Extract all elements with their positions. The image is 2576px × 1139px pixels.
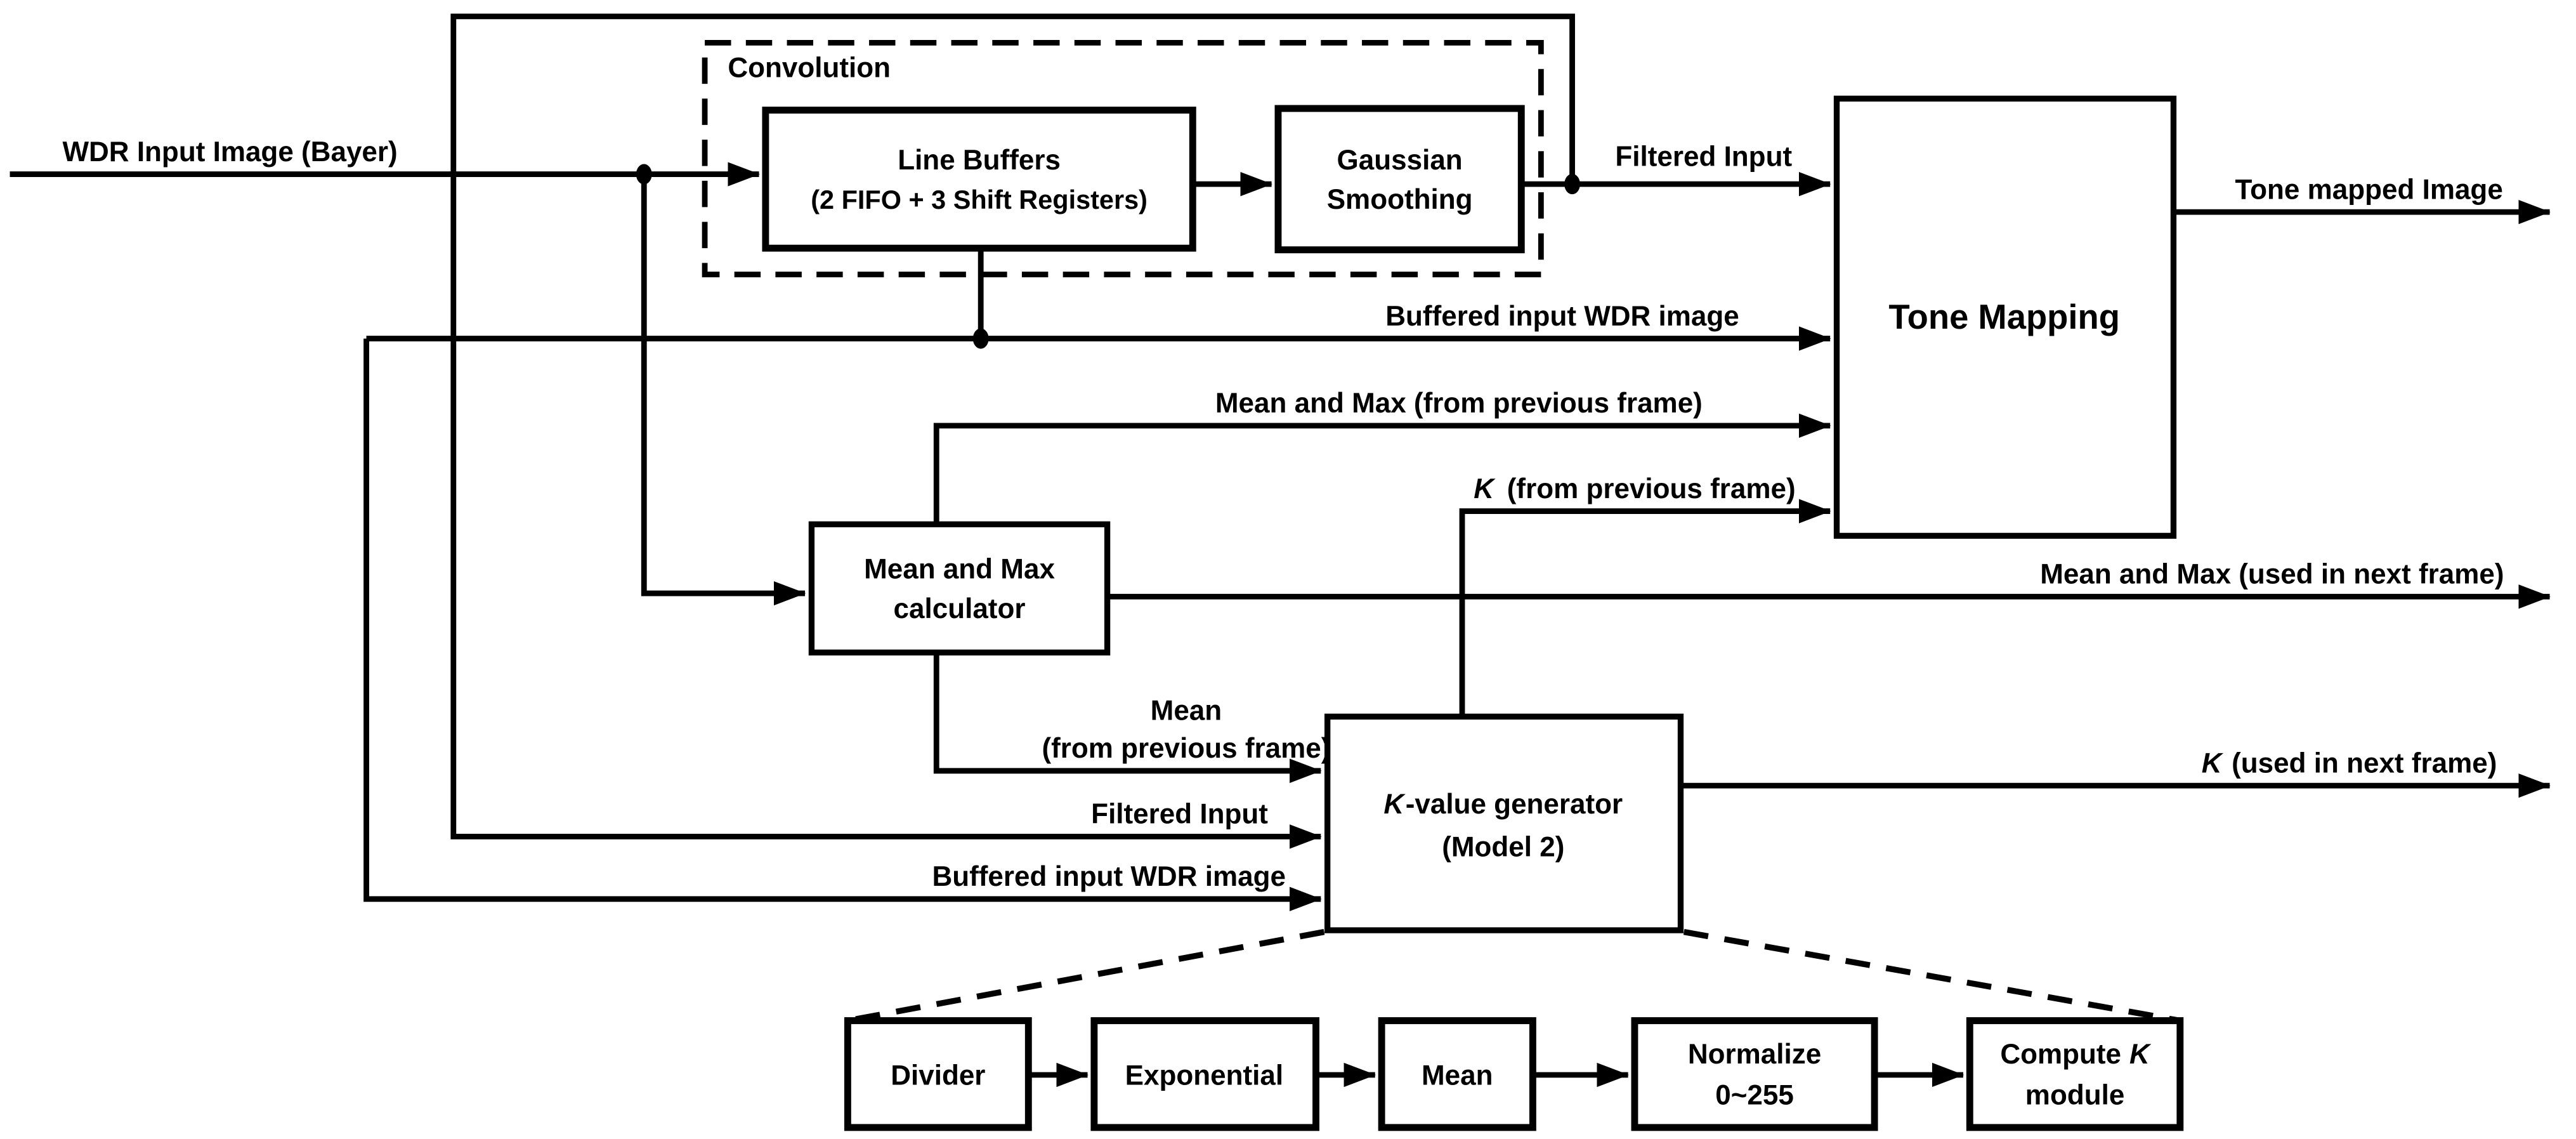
- k-value-generator-label-line1: K-value generator: [1383, 789, 1623, 820]
- filtered-input-to-tm-label: Filtered Input: [1615, 142, 1792, 173]
- k-value-generator-k: K: [1383, 789, 1406, 820]
- mean-max-calculator-label-line2: calculator: [894, 593, 1026, 624]
- meanmax-prev-wire: [933, 413, 1831, 525]
- mean-max-calculator-label-line1: Mean and Max: [864, 554, 1055, 585]
- normalize-label-line2: 0~255: [1715, 1080, 1794, 1111]
- meanmax-prev-label: Mean and Max (from previous frame): [1215, 388, 1703, 419]
- mean-label: Mean: [1422, 1060, 1493, 1091]
- line-buffers-block: [762, 107, 1196, 252]
- filtered-input-to-kgen-label: Filtered Input: [1091, 799, 1268, 830]
- k-prev-label: K (from previous frame): [1474, 473, 1795, 504]
- filtered-input-feedback-wire: [450, 13, 1575, 849]
- k-value-generator-label-line2: (Model 2): [1442, 831, 1564, 862]
- k-value-generator-rest: -value generator: [1406, 789, 1623, 820]
- mean-block: [1378, 1017, 1536, 1131]
- gaussian-label-line1: Gaussian: [1337, 145, 1463, 176]
- exponential-label: Exponential: [1125, 1060, 1283, 1091]
- k-prev-wire: [1459, 499, 1831, 717]
- line-buffers-label-line2: (2 FIFO + 3 Shift Registers): [811, 185, 1147, 214]
- convolution-group-box: [702, 39, 1544, 277]
- k-next-rest: (used in next frame): [2232, 747, 2497, 779]
- mean-max-calculator-block: [808, 521, 1111, 655]
- k-next-label: K(used in next frame): [2202, 747, 2497, 779]
- divider-label: Divider: [891, 1060, 985, 1091]
- mean-prev-label-line1: Mean: [1151, 695, 1222, 727]
- expansion-dash-left: [847, 929, 1325, 1024]
- mean-prev-label-line2: (from previous frame): [1042, 733, 1330, 764]
- tone-mapping-block: [1833, 95, 2177, 539]
- compute-k-label-line2: module: [2025, 1080, 2125, 1111]
- wdr-to-meanmax-wire: [641, 174, 806, 606]
- junction-dot-filtered: [1564, 174, 1580, 195]
- junction-dot-wdr-tap: [636, 164, 652, 185]
- normalize-block: [1631, 1017, 1878, 1131]
- compute-k-word: Compute: [2000, 1039, 2121, 1070]
- tone-mapped-output-label: Tone mapped Image: [2235, 174, 2503, 205]
- divider-block: [844, 1017, 1032, 1131]
- k-prev-k: K: [1474, 473, 1496, 504]
- wdr-input-label: WDR Input Image (Bayer): [62, 136, 397, 168]
- gaussian-label-line2: Smoothing: [1327, 184, 1473, 215]
- exponential-block: [1090, 1017, 1319, 1131]
- k-next-k: K: [2202, 747, 2224, 779]
- compute-k-block: [1966, 1017, 2184, 1131]
- mean-prev-wire: [933, 652, 1322, 783]
- line-buffers-label-line1: Line Buffers: [898, 145, 1061, 176]
- expansion-dash-right: [1683, 929, 2181, 1024]
- buffered-to-tm-label: Buffered input WDR image: [1385, 301, 1739, 332]
- convolution-group-label: Convolution: [728, 53, 891, 84]
- normalize-label-line1: Normalize: [1688, 1039, 1821, 1070]
- tone-mapping-label: Tone Mapping: [1888, 298, 2119, 336]
- gaussian-smoothing-block: [1274, 105, 1525, 254]
- compute-k-k: K: [2129, 1039, 2152, 1070]
- buffered-to-kgen-wire: [363, 338, 1322, 911]
- k-value-generator-block: [1324, 713, 1684, 933]
- compute-k-label-line1: Compute K: [2000, 1039, 2152, 1070]
- k-prev-rest: (from previous frame): [1507, 473, 1796, 504]
- meanmax-next-label: Mean and Max (used in next frame): [2040, 559, 2504, 590]
- buffered-to-kgen-label: Buffered input WDR image: [932, 861, 1286, 892]
